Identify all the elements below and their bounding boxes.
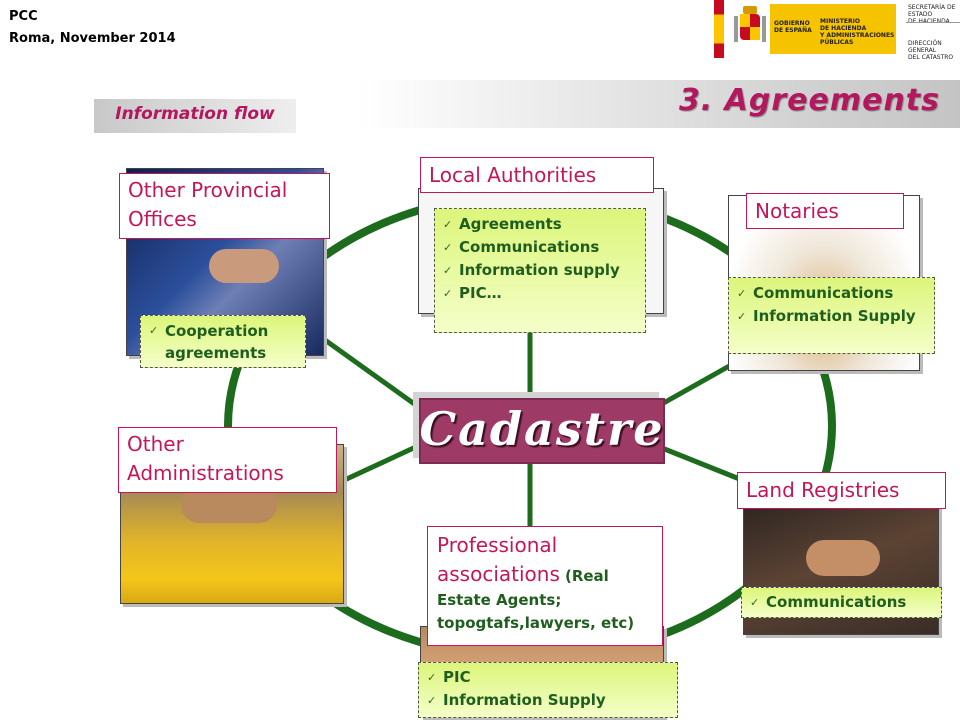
connector-administrations <box>336 442 422 486</box>
hands-shape <box>181 487 277 523</box>
note-local-authorities: Agreements Communications Information su… <box>434 208 646 333</box>
title-bar <box>358 80 960 128</box>
note-other-provincial: Cooperation agreements <box>140 315 306 368</box>
list-item: PIC… <box>441 282 639 305</box>
list-item: Information Supply <box>425 689 671 712</box>
note-professional: PIC Information Supply <box>418 662 678 718</box>
connector-notaries <box>658 357 742 408</box>
ministry-text: MINISTERIO DE HACIENDA Y ADMINISTRACIONE… <box>820 18 895 46</box>
secretariat-text: SECRETARÍA DE ESTADO DE HACIENDA <box>908 4 956 25</box>
directorate-text: DIRECCIÓN GENERAL DEL CATASTRO <box>908 40 954 61</box>
node-label-land-registries: Land Registries <box>737 472 946 509</box>
subtitle-bar <box>94 99 296 133</box>
org-name: PCC <box>9 9 38 24</box>
connector-provincial <box>316 332 422 411</box>
list-item: Communications <box>748 591 935 614</box>
list-item: PIC <box>425 666 671 689</box>
list-item: Information Supply <box>735 305 928 328</box>
hands-shape <box>209 249 279 283</box>
gov-text: GOBIERNO DE ESPAÑA <box>774 20 812 34</box>
cadastre-label: Cadastre <box>419 402 665 456</box>
note-notaries: Communications Information Supply <box>728 277 935 354</box>
ministry-band <box>770 4 896 54</box>
logo-divider <box>906 22 960 23</box>
coat-of-arms-icon <box>734 6 766 42</box>
professional-label-main: Professional associations <box>437 533 560 586</box>
node-label-other-administrations: Other Administrations <box>118 427 337 493</box>
hands-shape <box>806 540 880 576</box>
note-land-registries: Communications <box>741 587 942 618</box>
list-item: Agreements <box>441 213 639 236</box>
government-logo: GOBIERNO DE ESPAÑA MINISTERIO DE HACIEND… <box>712 0 960 61</box>
flag-stripe <box>714 0 724 58</box>
connector-registries <box>661 445 743 483</box>
slide-subtitle: Information flow <box>115 104 275 124</box>
place-date: Roma, November 2014 <box>9 31 176 46</box>
presentation-header: PCC Roma, November 2014 <box>9 6 176 50</box>
list-item: Information supply <box>441 259 639 282</box>
list-item: Communications <box>441 236 639 259</box>
cadastre-box <box>419 398 665 464</box>
node-label-other-provincial: Other Provincial Offices <box>119 173 330 239</box>
node-label-notaries: Notaries <box>746 193 904 229</box>
node-label-local-authorities: Local Authorities <box>420 157 654 193</box>
list-item: Communications <box>735 282 928 305</box>
professional-label-detail: (Real Estate Agents; topogtafs,lawyers, … <box>437 567 635 632</box>
node-label-professional: Professional associations (Real Estate A… <box>427 526 663 646</box>
list-item: Cooperation agreements <box>147 320 299 364</box>
slide-title: 3. Agreements <box>678 83 940 118</box>
